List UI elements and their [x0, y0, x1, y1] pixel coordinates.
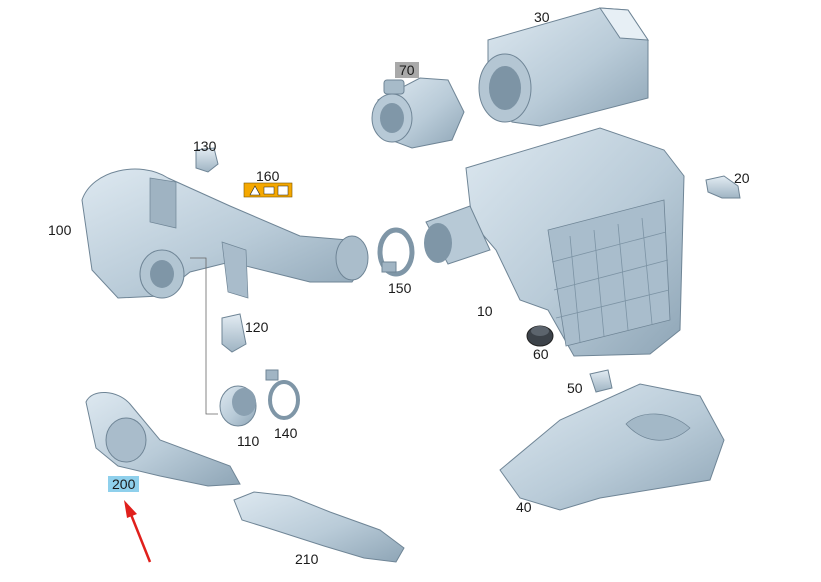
callout-160[interactable]: 160	[256, 168, 280, 184]
callout-40[interactable]: 40	[516, 499, 532, 515]
callout-50[interactable]: 50	[567, 380, 583, 396]
selection-arrow	[124, 500, 152, 563]
callout-30[interactable]: 30	[534, 9, 550, 25]
part-20-sensor[interactable]	[705, 175, 741, 199]
part-130-sensor[interactable]	[195, 147, 219, 173]
part-100-intake-duct[interactable]	[81, 168, 369, 299]
part-150-hose-clamp[interactable]	[377, 227, 415, 277]
callout-60[interactable]: 60	[533, 346, 549, 362]
leader-lines	[190, 257, 218, 415]
callout-120[interactable]: 120	[245, 319, 269, 335]
callout-140[interactable]: 140	[274, 425, 298, 441]
part-40-underbody-panel[interactable]	[499, 383, 725, 511]
part-60-grommet[interactable]	[526, 325, 554, 347]
callout-150[interactable]: 150	[388, 280, 412, 296]
callout-110[interactable]: 110	[237, 433, 260, 449]
callout-70[interactable]: 70	[395, 62, 419, 78]
callout-100[interactable]: 100	[48, 222, 72, 238]
callout-20[interactable]: 20	[734, 170, 750, 186]
part-50-clip[interactable]	[589, 369, 613, 393]
callout-10[interactable]: 10	[477, 303, 493, 319]
part-140-hose-clamp[interactable]	[265, 369, 300, 420]
part-120-sensor[interactable]	[221, 313, 247, 353]
part-160-warning-label[interactable]	[243, 182, 293, 198]
part-30-filter-cover[interactable]	[478, 7, 649, 127]
callout-130[interactable]: 130	[193, 138, 217, 154]
part-210-air-duct[interactable]	[233, 491, 405, 563]
part-110-coupling[interactable]	[219, 385, 257, 427]
callout-200[interactable]: 200	[108, 476, 140, 492]
part-200-air-guide[interactable]	[85, 392, 241, 487]
part-10-air-filter-housing[interactable]	[424, 127, 685, 357]
callout-210[interactable]: 210	[295, 551, 319, 567]
part-70-mass-airflow-sensor[interactable]	[371, 77, 465, 149]
